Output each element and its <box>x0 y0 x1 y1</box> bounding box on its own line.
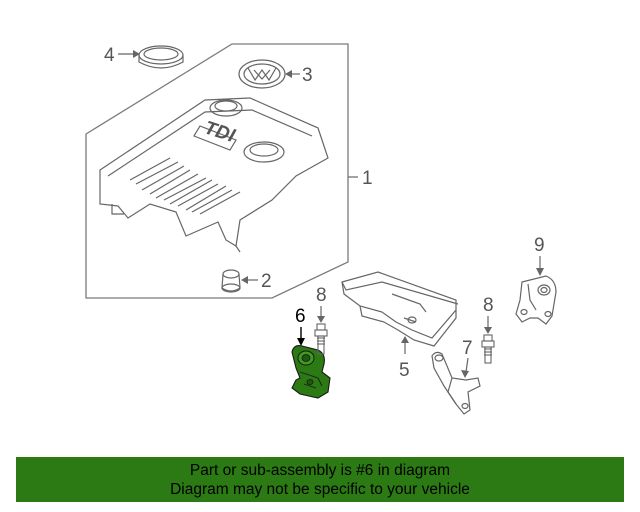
engine-cover-group-frame <box>85 43 349 299</box>
callout-7: 7 <box>462 338 473 359</box>
parts-diagram: 4 3 TDI 1 2 6 <box>85 43 557 415</box>
part-5-bracket <box>341 271 459 347</box>
part-4-cap <box>138 45 184 69</box>
arrow-3 <box>285 70 292 78</box>
callout-1: 1 <box>362 168 373 189</box>
part-8-bolt-left <box>314 323 328 355</box>
footer-line-1: Part or sub-assembly is #6 in diagram <box>189 462 451 479</box>
callout-5: 5 <box>399 360 410 381</box>
footer-line-2: Diagram may not be specific to your vehi… <box>170 481 470 498</box>
arrow-2 <box>241 276 248 284</box>
arrow-5 <box>401 336 409 343</box>
part-6-bracket-highlighted <box>291 345 331 399</box>
arrow-8-right <box>484 327 492 334</box>
arrow-7 <box>461 370 469 378</box>
callout-9: 9 <box>534 235 545 256</box>
callout-4: 4 <box>104 45 115 66</box>
brand-text-on-cover: TDI <box>202 117 238 147</box>
leader-7 <box>465 357 469 373</box>
callout-6: 6 <box>295 306 306 327</box>
footer-banner: Part or sub-assembly is #6 in diagram Di… <box>16 457 624 502</box>
part-3-emblem <box>238 59 286 89</box>
callout-3: 3 <box>302 65 313 86</box>
arrow-6 <box>297 338 305 346</box>
callout-8-left: 8 <box>316 285 327 306</box>
part-8-bolt-right <box>481 334 495 364</box>
arrow-9 <box>536 268 544 276</box>
callout-2: 2 <box>261 271 272 292</box>
arrow-4 <box>133 50 140 58</box>
arrow-8-left <box>317 316 325 323</box>
part-1-engine-cover <box>99 97 329 253</box>
callout-8-right: 8 <box>483 295 494 316</box>
part-7-bracket <box>431 351 481 415</box>
part-9-bracket <box>515 275 557 325</box>
part-2-grommet <box>221 269 241 293</box>
